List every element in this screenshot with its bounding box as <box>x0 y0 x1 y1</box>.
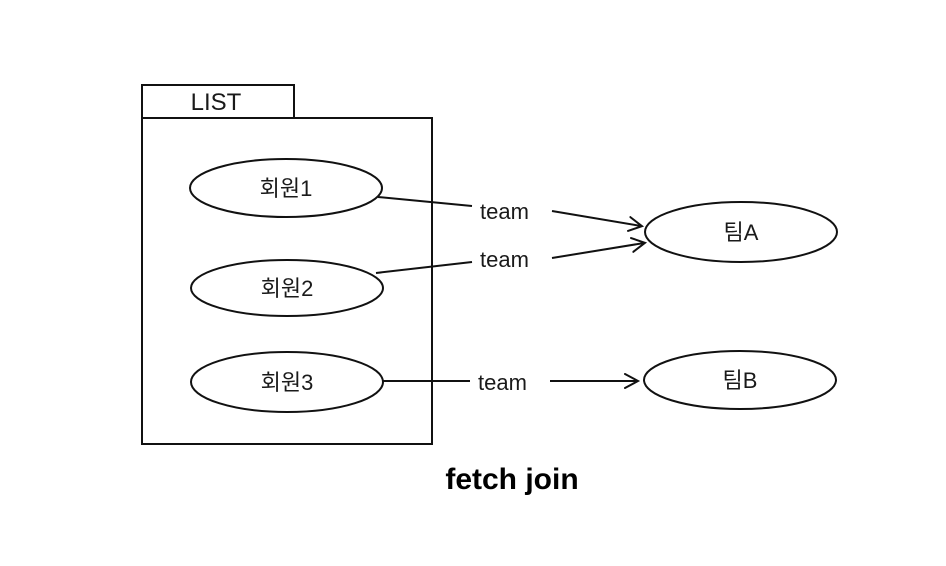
member-node-1: 회원1 <box>189 158 383 218</box>
team-node-b: 팀B <box>643 350 837 410</box>
list-tab-label: LIST <box>191 89 242 116</box>
member-label-3: 회원3 <box>261 370 314 395</box>
edge-label-member2-team: team <box>480 247 529 272</box>
member-node-2: 회원2 <box>190 259 384 317</box>
edge-member1-teamA: team <box>377 196 645 232</box>
edge-member2-teamA: team <box>375 237 648 274</box>
caption-fetch-join: fetch join <box>445 463 578 496</box>
team-ellipse-b <box>643 350 837 410</box>
team-label-b: 팀B <box>723 368 758 393</box>
member-ellipse-1 <box>189 158 383 218</box>
team-ellipse-a <box>644 201 838 263</box>
edge-line-member2 <box>375 261 473 274</box>
team-node-a: 팀A <box>644 201 838 263</box>
edge-arrow-member1 <box>551 210 645 232</box>
edge-arrow-member2 <box>551 237 648 259</box>
member-node-3: 회원3 <box>190 351 384 413</box>
team-label-a: 팀A <box>724 220 759 245</box>
edge-line-member1 <box>377 196 473 207</box>
member-label-1: 회원1 <box>260 176 313 201</box>
edge-member3-teamB: team <box>383 370 641 395</box>
edge-label-member3-team: team <box>478 370 527 395</box>
member-ellipse-2 <box>190 259 384 317</box>
member-label-2: 회원2 <box>261 276 314 301</box>
edge-label-member1-team: team <box>480 199 529 224</box>
list-tab <box>141 84 295 119</box>
